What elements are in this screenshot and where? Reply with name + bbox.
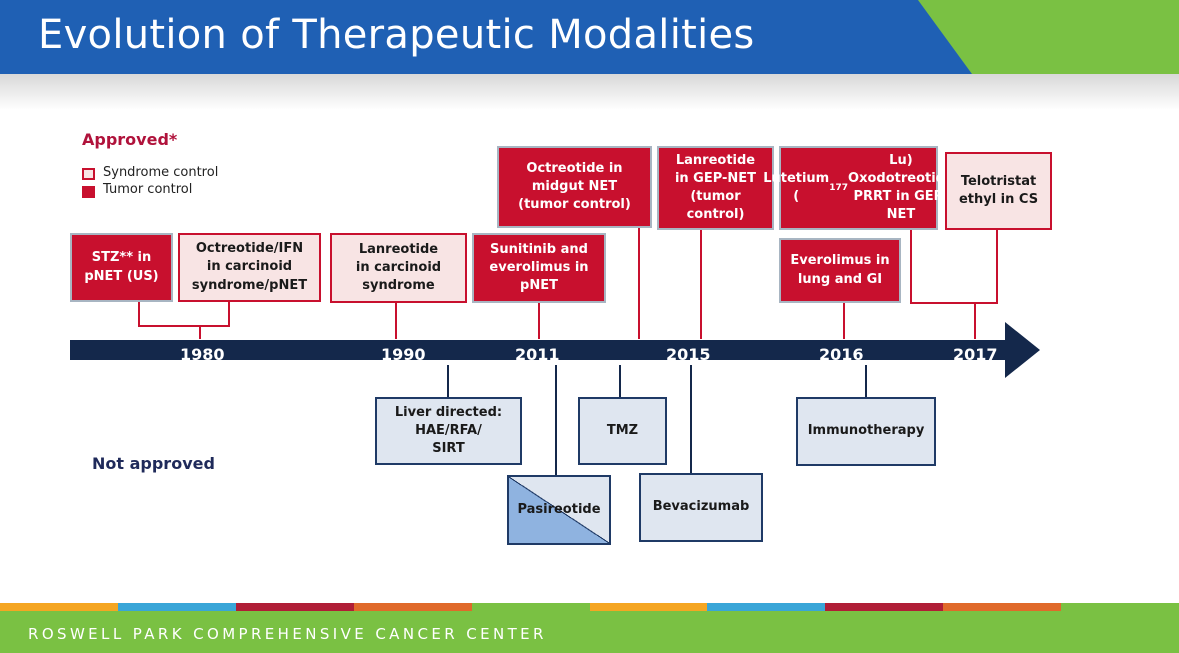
footer-stripe bbox=[353, 603, 472, 611]
approved-box-lanreotide-carcinoid: Lanreotide in carcinoid syndrome bbox=[330, 233, 467, 303]
connector-pasireotide bbox=[555, 365, 557, 475]
header-bar: Evolution of Therapeutic Modalities bbox=[0, 0, 1179, 74]
legend-tumor-swatch bbox=[82, 186, 95, 198]
year-2015: 2015 bbox=[666, 345, 711, 364]
connector-octreotide-midgut bbox=[638, 228, 640, 339]
connector-lutetium bbox=[910, 229, 912, 303]
footer-color-stripes bbox=[0, 603, 1179, 611]
year-1980: 1980 bbox=[180, 345, 225, 364]
connector-tmz bbox=[619, 365, 621, 398]
connector-lanreotide-gep bbox=[700, 229, 702, 339]
timeline-arrow bbox=[70, 322, 1040, 378]
connector-stz bbox=[138, 300, 140, 326]
connector-1980-drop bbox=[199, 325, 201, 339]
approved-box-everolimus-lung-gi: Everolimus in lung and GI bbox=[779, 238, 901, 303]
not-approved-box-bevacizumab: Bevacizumab bbox=[639, 473, 763, 542]
connector-everolimus-lung bbox=[843, 302, 845, 339]
legend-syndrome-swatch bbox=[82, 168, 95, 180]
footer-stripe bbox=[589, 603, 708, 611]
footer-stripe bbox=[471, 603, 590, 611]
approved-box-octreotide-ifn: Octreotide/IFN in carcinoid syndrome/pNE… bbox=[178, 233, 321, 302]
footer-bar bbox=[0, 611, 1179, 653]
connector-sunitinib bbox=[538, 303, 540, 339]
legend-title: Approved* bbox=[82, 130, 178, 149]
footer-stripe bbox=[825, 603, 944, 611]
footer-stripe bbox=[117, 603, 236, 611]
legend-syndrome-label: Syndrome control bbox=[103, 165, 219, 180]
connector-immunotherapy bbox=[865, 365, 867, 398]
connector-liver-directed bbox=[447, 365, 449, 398]
footer-stripe bbox=[1061, 603, 1179, 611]
approved-box-lanreotide-gep: Lanreotide in GEP-NET (tumor control) bbox=[657, 146, 774, 230]
footer-stripe bbox=[235, 603, 354, 611]
footer-stripe bbox=[707, 603, 826, 611]
connector-lanreotide-carcinoid bbox=[395, 303, 397, 339]
approved-box-stz: STZ** in pNET (US) bbox=[70, 233, 173, 302]
year-2016: 2016 bbox=[819, 345, 864, 364]
connector-telotristat bbox=[996, 229, 998, 303]
not-approved-label: Not approved bbox=[92, 454, 215, 473]
footer-stripe bbox=[943, 603, 1062, 611]
year-2011: 2011 bbox=[515, 345, 560, 364]
slide-title: Evolution of Therapeutic Modalities bbox=[38, 12, 755, 58]
not-approved-box-liver-directed: Liver directed: HAE/RFA/ SIRT bbox=[375, 397, 522, 465]
connector-lutetium-horizontal bbox=[910, 302, 998, 304]
connector-octreotide-ifn bbox=[228, 300, 230, 326]
isotope-mass-number: 177 bbox=[829, 182, 849, 193]
connector-2017-drop bbox=[974, 302, 976, 339]
connector-1980-bracket bbox=[138, 325, 230, 327]
not-approved-box-tmz: TMZ bbox=[578, 397, 667, 465]
approved-box-octreotide-midgut: Octreotide in midgut NET (tumor control) bbox=[497, 146, 652, 228]
not-approved-box-immunotherapy: Immunotherapy bbox=[796, 397, 936, 466]
year-1990: 1990 bbox=[381, 345, 426, 364]
connector-bevacizumab bbox=[690, 365, 692, 473]
approved-box-sunitinib-everolimus: Sunitinib and everolimus in pNET bbox=[472, 233, 606, 303]
header-shadow bbox=[0, 74, 1179, 110]
not-approved-box-pasireotide: Pasireotide bbox=[507, 475, 611, 545]
legend-tumor-label: Tumor control bbox=[103, 182, 193, 197]
footer-stripe bbox=[0, 603, 118, 611]
year-2017: 2017 bbox=[953, 345, 998, 364]
approved-box-telotristat: Telotristat ethyl in CS bbox=[945, 152, 1052, 230]
footer-institution-name: ROSWELL PARK COMPREHENSIVE CANCER CENTER bbox=[28, 625, 547, 643]
